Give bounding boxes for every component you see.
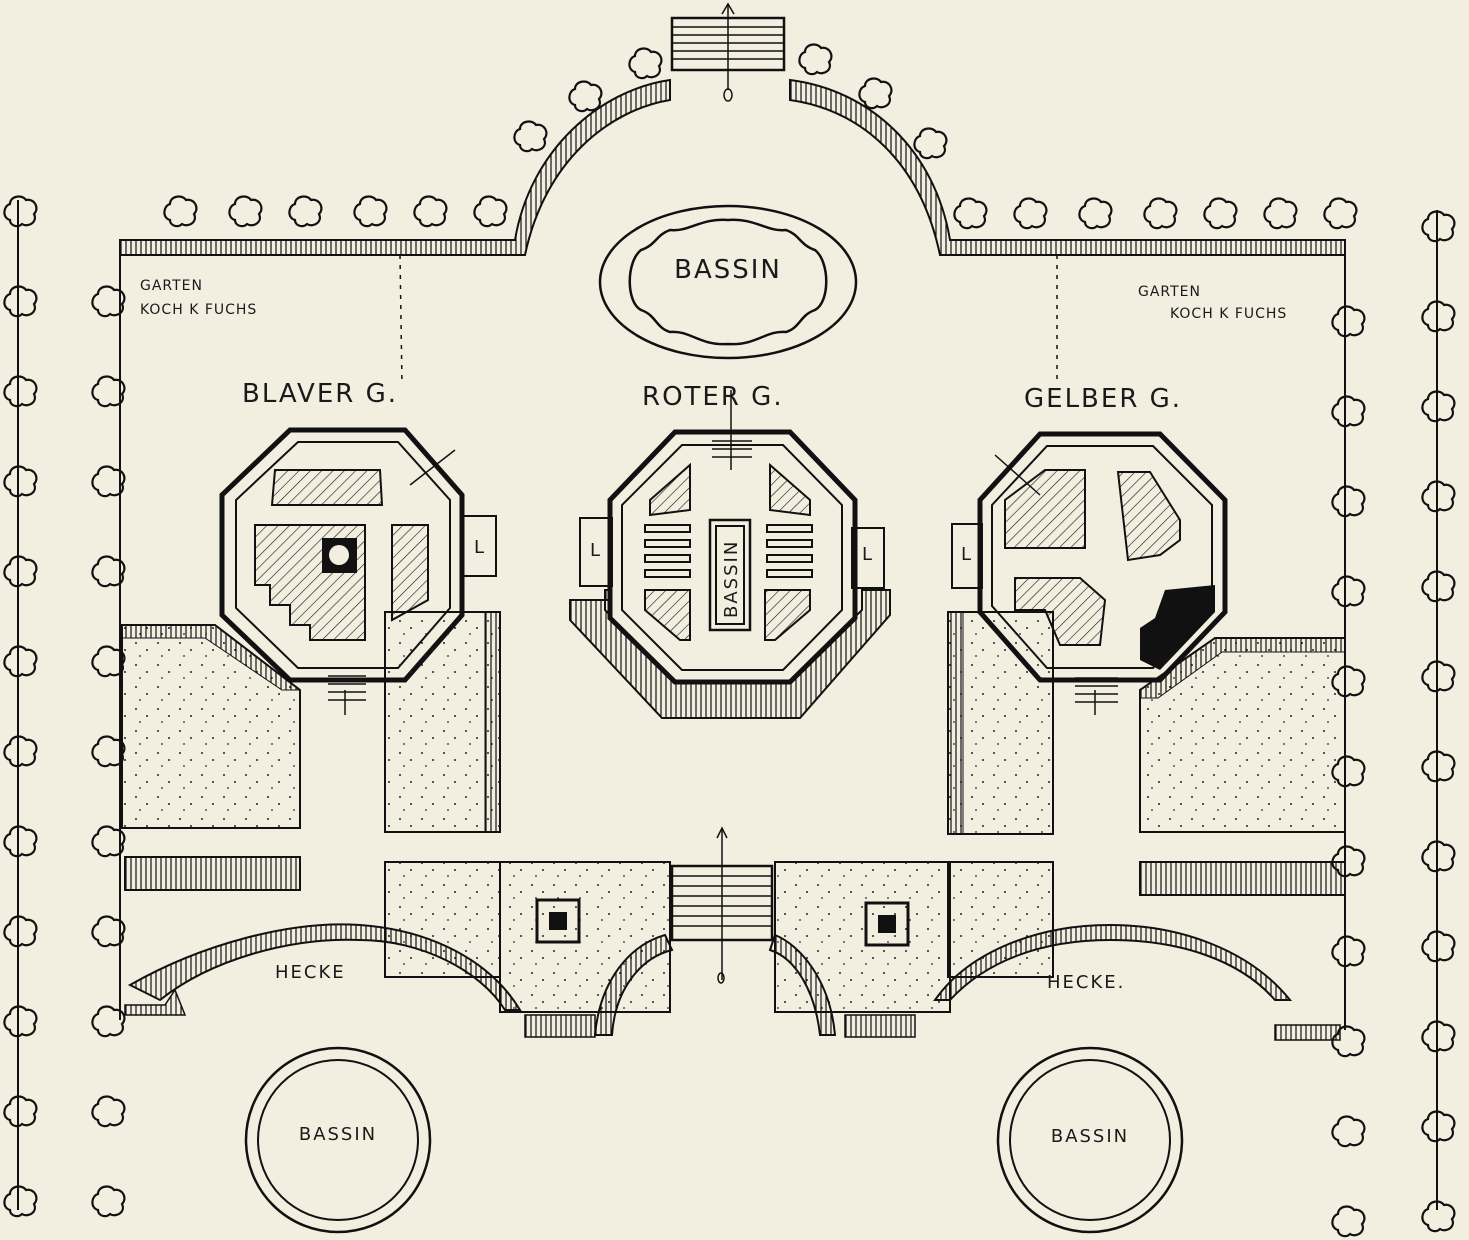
tree-icon [3,915,38,948]
l-center-right-label: L [862,544,874,565]
blauer-garten-octagon: L [219,427,497,715]
tree-icon [1203,197,1238,230]
bassin-bottom-right-label: BASSIN [1051,1126,1129,1147]
tree-icon [798,43,833,76]
tree-icon [3,1095,38,1128]
tree-icon [3,645,38,678]
tree-icon [91,1005,126,1038]
arrow-north-icon [721,2,735,102]
tree-icon [1078,197,1113,230]
tree-icon [1143,197,1178,230]
tree-icon [858,77,893,110]
gelber-garten-title: GELBER G. [1024,384,1182,414]
tree-icon [1421,1110,1456,1143]
tree-icon [1421,1200,1456,1233]
bassin-bottom-right: BASSIN [996,1046,1184,1234]
tree-icon [1421,390,1456,423]
roter-garten-title: ROTER G. [642,382,784,412]
tree-icon [1421,570,1456,603]
tree-icon [91,1095,126,1128]
tree-icon [3,825,38,858]
tree-icon [1421,1020,1456,1053]
tree-icon [3,285,38,318]
tree-icon [568,80,603,113]
l-center-left-label: L [590,540,602,561]
bottom-stairs-icon [670,826,774,980]
tree-icon [91,1185,126,1218]
lawn-areas [121,611,1346,835]
bassin-center-label: BASSIN [721,540,742,618]
tree-icon [953,197,988,230]
tree-icon [1421,930,1456,963]
tree-icon [1331,485,1366,518]
hecke-right-label: HECKE. [1047,972,1125,993]
tree-icon [3,1185,38,1218]
tree-icon [1331,575,1366,608]
hedge-bands [124,856,1346,1013]
tree-icon [1421,480,1456,513]
garten-left-label-2: KOCH K FUCHS [140,302,257,318]
bassin-bottom-left-label: BASSIN [299,1124,377,1145]
tree-icon [628,47,663,80]
tree-icon [1323,197,1358,230]
tree-icon [3,1005,38,1038]
tree-icon [1331,305,1366,338]
tree-icon [1013,197,1048,230]
tree-icon [513,120,548,153]
tree-icon [913,127,948,160]
garten-right-label-1: GARTEN [1138,284,1201,300]
tree-icon [1331,1115,1366,1148]
roter-garten-octagon: BASSIN L L [569,390,891,719]
top-bassin: BASSIN [598,204,858,360]
blauer-garten-title: BLAVER G. [242,379,398,409]
tree-icon [1331,935,1366,968]
garten-left-label-1: GARTEN [140,278,203,294]
gelber-garten-octagon: L [951,431,1228,715]
l-left-label: L [474,537,486,558]
tree-icon [228,195,263,228]
tree-icon [3,195,38,228]
garten-right-label-2: KOCH K FUCHS [1170,306,1287,322]
tree-icon [288,195,323,228]
tree-icon [3,465,38,498]
tree-icon [1331,1205,1366,1238]
tree-icon [1421,750,1456,783]
hecke-left-label: HECKE [275,962,346,983]
l-right-label: L [961,544,973,565]
tree-icon [473,195,508,228]
planter-icon [535,898,910,947]
tree-icon [1421,660,1456,693]
bassin-top-label: BASSIN [674,255,782,285]
tree-icon [1421,210,1456,243]
tree-icon [163,195,198,228]
bottom-arches [124,923,1341,1041]
tree-icon [1263,197,1298,230]
tree-icon [1421,840,1456,873]
tree-icon [353,195,388,228]
tree-icon [3,375,38,408]
tree-icon [1421,300,1456,333]
tree-icon [413,195,448,228]
tree-icon [3,555,38,588]
bassin-bottom-left: BASSIN [244,1046,432,1234]
tree-icon [1331,395,1366,428]
tree-icon [3,735,38,768]
